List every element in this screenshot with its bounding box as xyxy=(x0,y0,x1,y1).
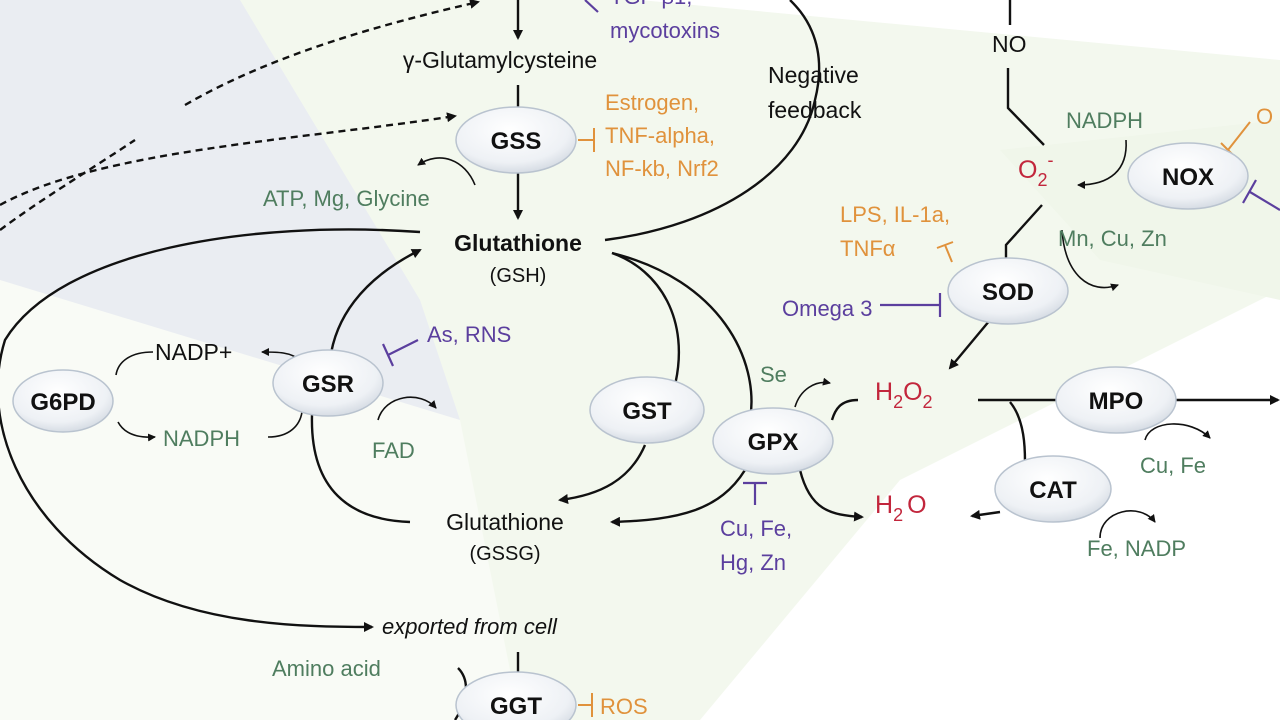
enzyme-gss[interactable]: GSS xyxy=(455,106,577,174)
enzyme-label: MPO xyxy=(1089,388,1144,415)
hydrogen-peroxide-label: H2O2 xyxy=(875,378,933,412)
gssg-label: Glutathione xyxy=(446,509,564,535)
enzyme-nox[interactable]: NOX xyxy=(1127,142,1249,210)
cat-cofactors: Fe, NADP xyxy=(1087,536,1186,561)
enzyme-ggt[interactable]: GGT xyxy=(455,671,577,720)
no-label: NO xyxy=(992,31,1027,57)
gsr-cofactor: FAD xyxy=(372,438,415,463)
ggt-cofactor: Amino acid xyxy=(272,656,381,681)
enzyme-label: GSS xyxy=(491,128,542,155)
nox-cofactor: NADPH xyxy=(1066,108,1143,133)
enzyme-label: GGT xyxy=(490,693,542,720)
gsh-label: Glutathione xyxy=(454,230,582,256)
enzyme-label: NOX xyxy=(1162,164,1214,191)
sod-inhibitor: Omega 3 xyxy=(782,296,873,321)
exported-label: exported from cell xyxy=(382,614,558,639)
gss-inducer: NF-kb, Nrf2 xyxy=(605,156,719,181)
ggt-inducer: ROS xyxy=(600,694,648,719)
gpx-inhibitor: Cu, Fe, xyxy=(720,516,792,541)
enzyme-gst[interactable]: GST xyxy=(589,376,705,444)
enzyme-cat[interactable]: CAT xyxy=(994,455,1112,523)
enzyme-label: GST xyxy=(622,398,672,425)
gsh-abbr: (GSH) xyxy=(490,265,547,287)
gss-inducer: TNF-alpha, xyxy=(605,123,715,148)
enzyme-sod[interactable]: SOD xyxy=(947,257,1069,325)
negative-feedback-label: Negative xyxy=(768,62,859,88)
nadp-plus-label: NADP+ xyxy=(155,339,232,365)
mpo-cofactors: Cu, Fe xyxy=(1140,453,1206,478)
gpx-cofactor: Se xyxy=(760,362,787,387)
gss-inducer: Estrogen, xyxy=(605,90,699,115)
enzyme-label: CAT xyxy=(1029,477,1077,504)
gss-cofactors: ATP, Mg, Glycine xyxy=(263,186,430,211)
enzyme-g6pd[interactable]: G6PD xyxy=(12,369,114,433)
top-inhibitor: TGF-β1, xyxy=(610,0,692,9)
gamma-glutamylcysteine-label: γ-Glutamylcysteine xyxy=(403,47,597,73)
sod-inducer: LPS, IL-1a, xyxy=(840,202,950,227)
gssg-abbr: (GSSG) xyxy=(469,543,540,565)
enzyme-label: GSR xyxy=(302,371,354,398)
enzyme-gsr[interactable]: GSR xyxy=(272,349,384,417)
enzyme-gpx[interactable]: GPX xyxy=(712,407,834,475)
enzyme-mpo[interactable]: MPO xyxy=(1055,366,1177,434)
enzyme-label: GPX xyxy=(748,429,799,456)
enzyme-label: SOD xyxy=(982,279,1034,306)
gsr-inhibitor: As, RNS xyxy=(427,322,511,347)
nox-inducer: O xyxy=(1256,104,1273,129)
top-inhibitor: mycotoxins xyxy=(610,18,720,43)
sod-cofactors: Mn, Cu, Zn xyxy=(1058,226,1167,251)
negative-feedback-label: feedback xyxy=(768,97,862,123)
sod-inducer: TNFα xyxy=(840,236,896,261)
gpx-inhibitor: Hg, Zn xyxy=(720,550,786,575)
superoxide-label: O2- xyxy=(1018,150,1053,190)
enzyme-label: G6PD xyxy=(30,389,95,416)
nadph-label: NADPH xyxy=(163,426,240,451)
